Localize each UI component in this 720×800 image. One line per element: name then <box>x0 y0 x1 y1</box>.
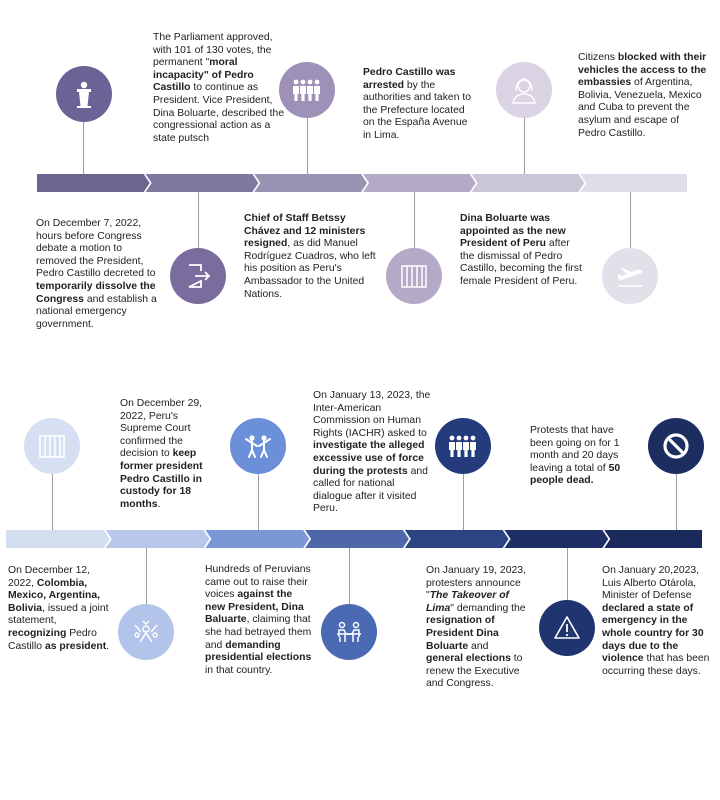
meeting-icon <box>321 604 377 660</box>
timeline-segment <box>580 174 687 192</box>
timeline-segment <box>305 530 409 548</box>
connector-line <box>258 474 259 530</box>
connector-line <box>146 548 147 604</box>
connector-line <box>349 548 350 604</box>
event-chief-of-staff-text: Chief of Staff Betssy Chávez and 12 mini… <box>244 213 376 300</box>
prohibited-icon <box>648 418 704 474</box>
connector-line <box>198 192 199 248</box>
event-iachr-text: On January 13, 2023, the Inter-American … <box>313 390 431 515</box>
event-citizens-text: Citizens blocked with their vehicles the… <box>578 52 707 139</box>
event-dec12-text: On December 12, 2022, Colombia, Mexico, … <box>8 565 110 652</box>
timeline-segment <box>604 530 702 548</box>
timeline-segment <box>254 174 367 192</box>
protesters-icon <box>230 418 286 474</box>
event-dec29-text: On December 29, 2022, Peru's Supreme Cou… <box>120 398 203 510</box>
connector-line <box>52 474 53 530</box>
event-parliament-text: The Parliament approved, with 101 of 130… <box>153 32 285 144</box>
group-of-people-icon <box>279 62 335 118</box>
protest-crowd-icon <box>118 604 174 660</box>
timeline-band-top <box>37 174 693 192</box>
timeline-segment <box>37 174 150 192</box>
airplane-takeoff-icon <box>602 248 658 304</box>
connector-line <box>567 548 568 600</box>
connector-line <box>524 118 525 174</box>
connector-line <box>414 192 415 248</box>
timeline-segment <box>6 530 110 548</box>
connector-line <box>463 474 464 530</box>
timeline-segment <box>145 174 259 192</box>
event-protest-text: Hundreds of Peruvians came out to raise … <box>205 564 312 676</box>
jail-bars-icon <box>24 418 80 474</box>
exit-door-icon <box>170 248 226 304</box>
woman-avatar-icon <box>496 62 552 118</box>
timeline-segment <box>205 530 310 548</box>
connector-line <box>307 118 308 174</box>
timeline-segment <box>471 174 585 192</box>
group-of-people-icon <box>435 418 491 474</box>
connector-line <box>676 474 677 530</box>
timeline-segment <box>105 530 210 548</box>
jail-bars-icon <box>386 248 442 304</box>
timeline-band-bottom <box>6 530 708 548</box>
event-arrest-text: Pedro Castillo was arrested by the autho… <box>363 67 472 141</box>
event-jan20-text: On January 20,2023, Luis Alberto Otárola… <box>602 565 710 677</box>
event-dina-appointed-text: Dina Boluarte was appointed as the new P… <box>460 213 582 287</box>
event-dec7-text: On December 7, 2022, hours before Congre… <box>36 218 157 330</box>
event-jan19-text: On January 19, 2023, protesters announce… <box>426 565 526 690</box>
connector-line <box>83 118 84 174</box>
warning-icon <box>539 600 595 656</box>
event-protests-dead-text: Protests that have been going on for 1 m… <box>530 425 621 487</box>
timeline-segment <box>404 530 509 548</box>
timeline-segment <box>504 530 609 548</box>
timeline-segment <box>363 174 476 192</box>
podium-icon <box>56 66 112 122</box>
connector-line <box>630 192 631 248</box>
